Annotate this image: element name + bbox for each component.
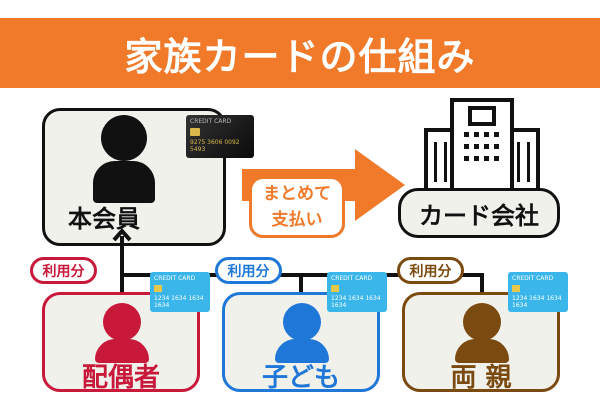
black-credit-card: CREDIT CARD 9275 3606 0092 5493 [186,115,254,158]
card-number: 1234 1634 1634 1634 [512,295,562,309]
connector-line [299,273,303,293]
parents-box: 両 親 [402,292,560,393]
spouse-label: 配偶者 [81,363,160,393]
card-company-label: カード会社 [419,201,539,230]
person-icon [463,303,501,341]
person-icon [103,303,141,341]
chip-icon [331,285,339,292]
connector-line [480,273,484,293]
connector-line [120,236,124,294]
blue-credit-card: CREDIT CARD 1234 1634 1634 1634 [150,272,210,312]
chip-icon [154,285,162,292]
card-company-box: カード会社 [398,188,560,238]
card-number: 1234 1634 1634 1634 [331,295,381,309]
building-icon [424,98,540,196]
card-text: CREDIT CARD [190,118,232,125]
payment-line2: 支払い [271,210,323,230]
card-text: CREDIT CARD [512,275,554,282]
blue-credit-card: CREDIT CARD 1234 1634 1634 1634 [327,272,387,312]
person-icon [101,115,147,161]
page-title: 家族カードの仕組み [124,34,476,79]
card-text: CREDIT CARD [331,275,373,282]
usage-badge: 利用分 [215,257,282,284]
person-body-icon [455,339,509,363]
card-text: CREDIT CARD [154,275,196,282]
payment-line1: まとめて [263,184,331,204]
person-body-icon [93,161,155,203]
chip-icon [190,128,200,136]
child-label: 子ども [261,363,340,393]
person-body-icon [275,339,329,363]
card-number: 9275 3606 0092 5493 [190,139,240,153]
chip-icon [512,285,520,292]
parents-label: 両 親 [450,363,512,393]
main-member-label: 本会員 [68,205,140,233]
title-banner: 家族カードの仕組み [0,18,600,88]
payment-box: まとめて 支払い [249,176,345,238]
person-icon [283,303,321,341]
arrow-up-icon [112,228,132,242]
usage-badge: 利用分 [397,257,464,284]
usage-badge: 利用分 [30,257,97,284]
person-body-icon [95,339,149,363]
blue-credit-card: CREDIT CARD 1234 1634 1634 1634 [508,272,568,312]
card-number: 1234 1634 1634 1634 [154,295,204,309]
